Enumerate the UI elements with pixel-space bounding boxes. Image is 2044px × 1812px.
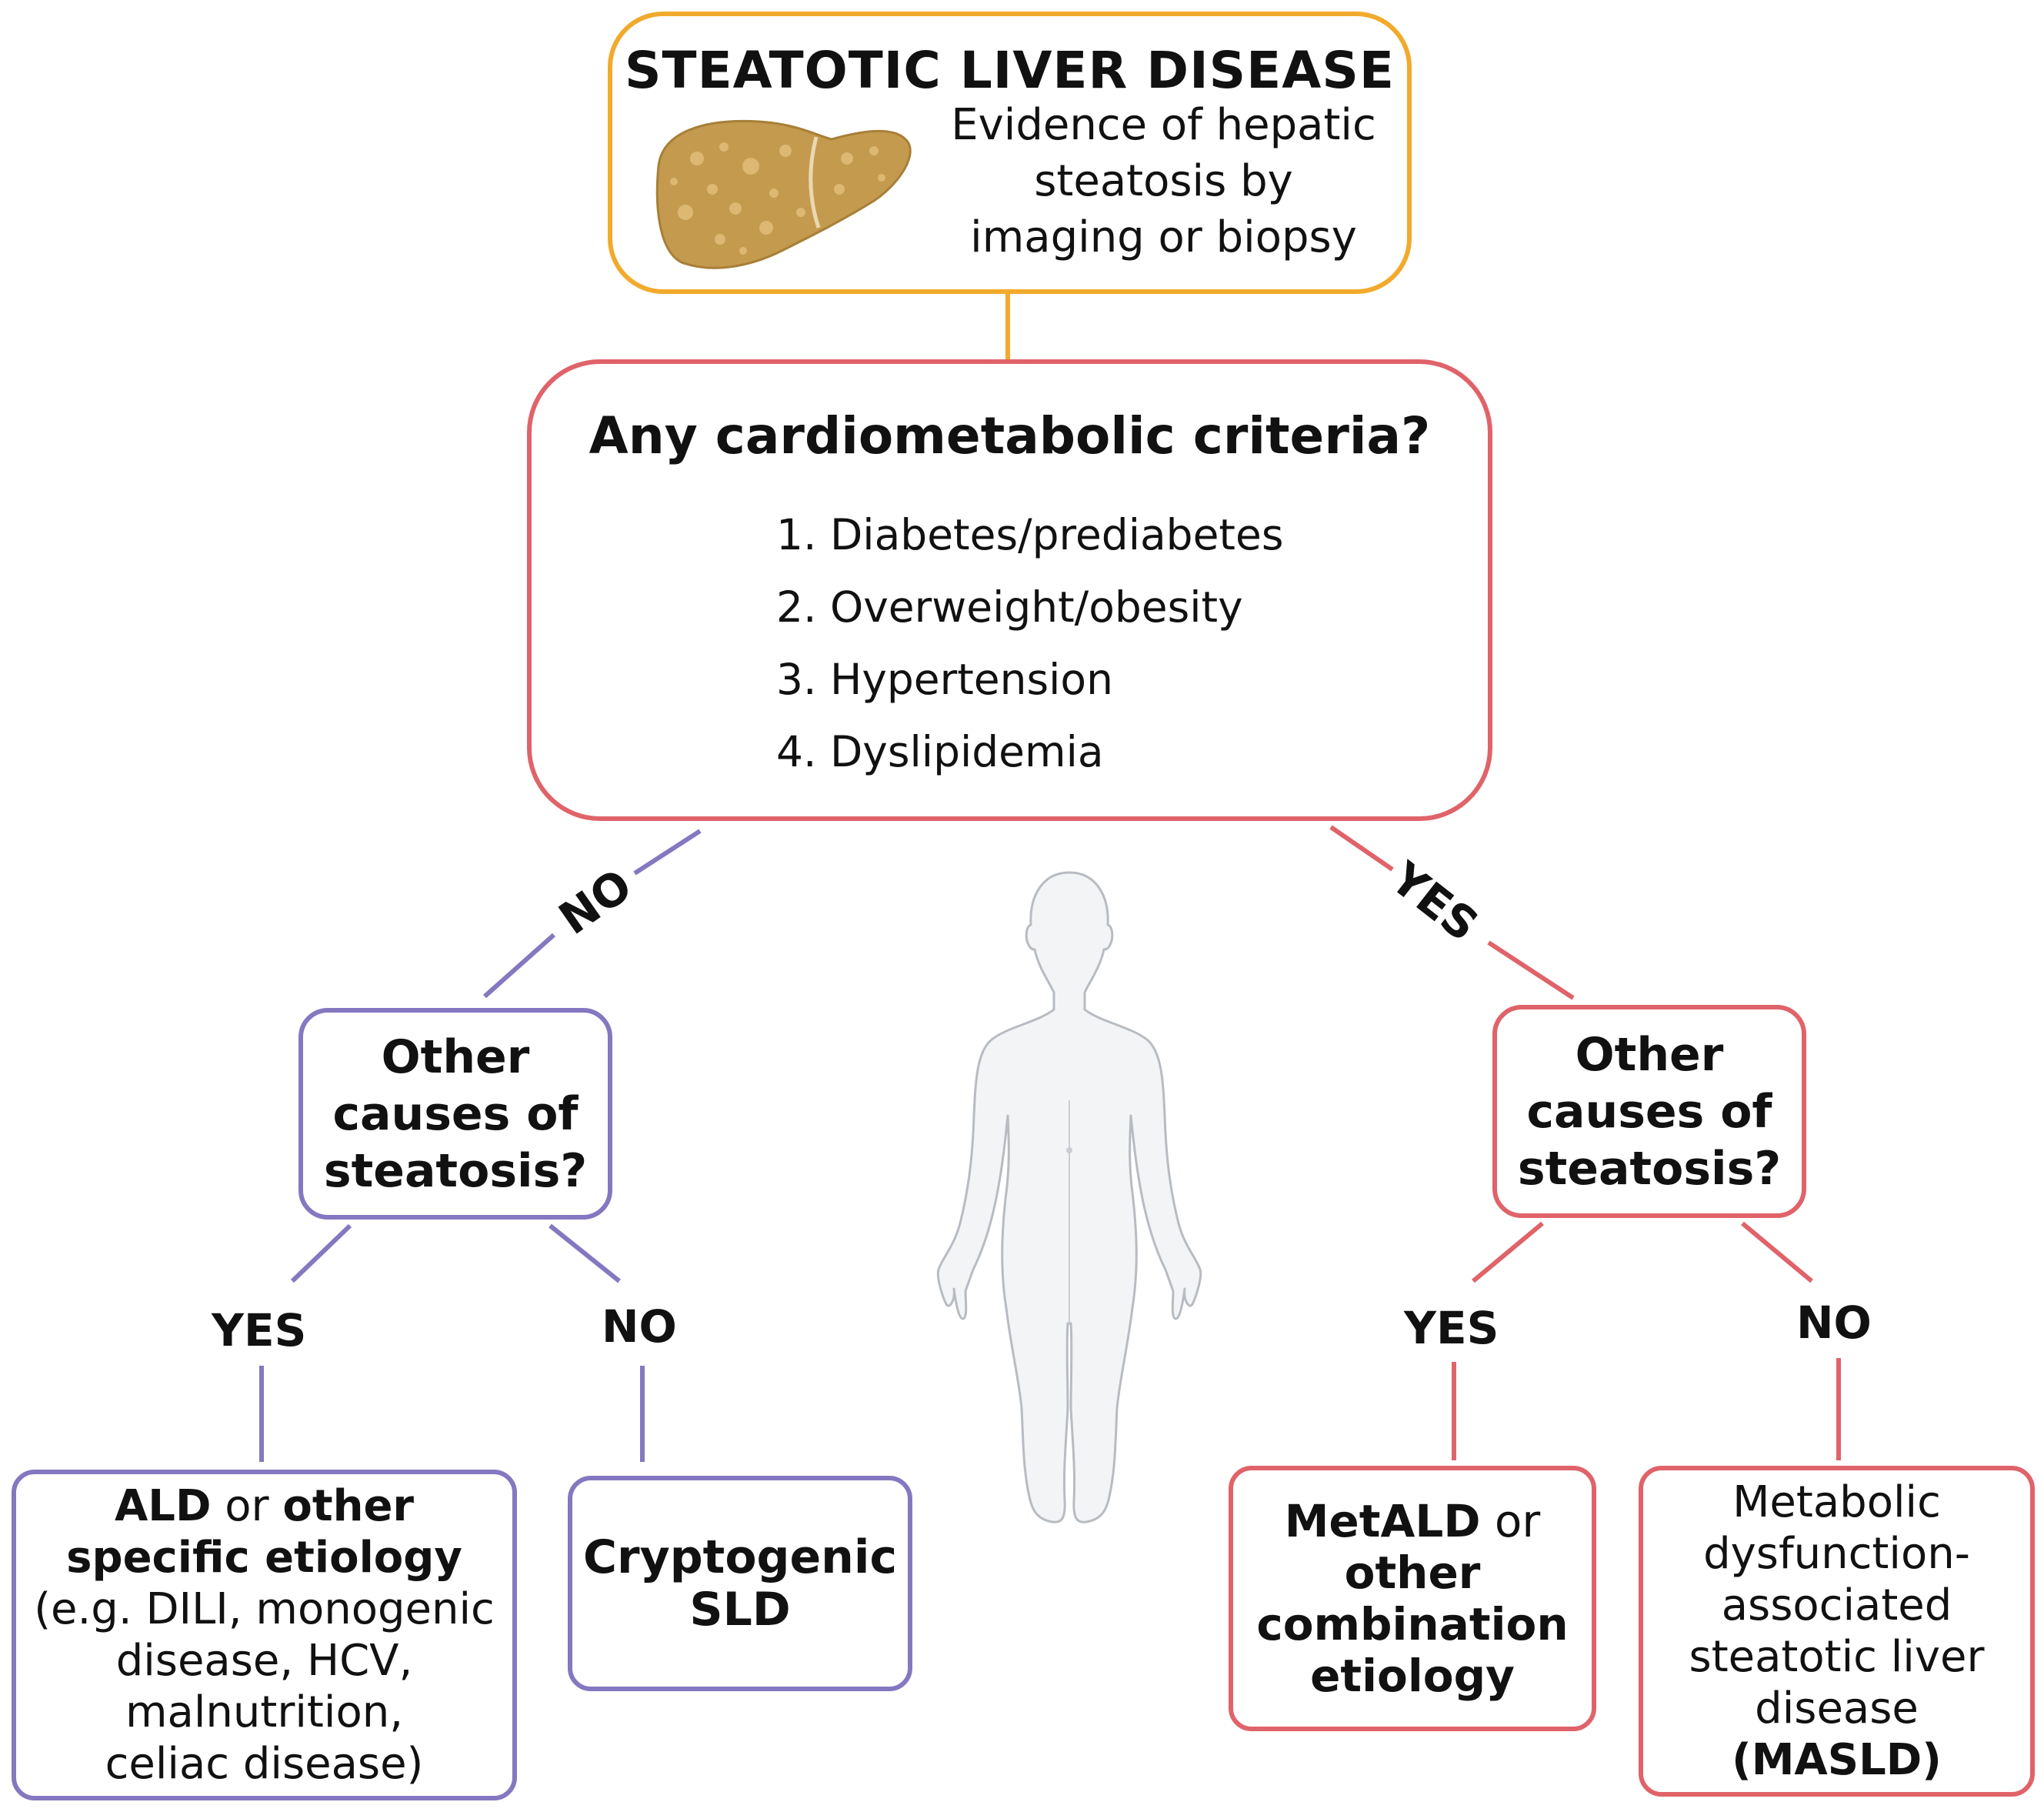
criteria-item: 3. Hypertension (776, 655, 1113, 704)
steatotic-liver-disease-box: STEATOTIC LIVER DISEASE Evidence of hepa… (608, 12, 1412, 294)
liver-icon (655, 119, 912, 269)
criteria-item: 2. Overweight/obesity (776, 582, 1243, 632)
left-yes-label: YES (212, 1304, 307, 1356)
metald-outcome-box: MetALD or other combination etiology (1229, 1466, 1596, 1731)
criteria-item: 1. Diabetes/prediabetes (776, 510, 1284, 559)
top-description: Evidence of hepatic steatosis by imaging… (951, 100, 1376, 262)
no-branch-line-lower (483, 933, 555, 999)
right-no-label: NO (1796, 1296, 1872, 1349)
yes-branch-line-upper (1329, 825, 1394, 872)
cardiometabolic-criteria-box: Any cardiometabolic criteria? 1. Diabete… (527, 359, 1492, 821)
right-yes-label: YES (1404, 1302, 1499, 1354)
ald-outcome-box: ALD or other specific etiology (e.g. DIL… (12, 1470, 517, 1800)
left-no-label: NO (602, 1300, 677, 1353)
right-other-causes-box: Other causes of steatosis? (1492, 1005, 1806, 1218)
no-branch-line-upper (633, 829, 702, 876)
criteria-question: Any cardiometabolic criteria? (589, 406, 1431, 466)
cryptogenic-outcome-box: Cryptogenic SLD (568, 1476, 912, 1691)
human-figure-icon (936, 871, 1202, 1523)
masld-outcome-box: Metabolic dysfunction- associated steato… (1639, 1466, 2035, 1797)
left-other-causes-box: Other causes of steatosis? (298, 1008, 612, 1220)
criteria-item: 4. Dyslipidemia (776, 727, 1104, 776)
criteria-list: 1. Diabetes/prediabetes 2. Overweight/ob… (776, 499, 1284, 788)
top-title: STEATOTIC LIVER DISEASE (625, 41, 1395, 100)
yes-branch-line-lower (1487, 940, 1575, 1000)
